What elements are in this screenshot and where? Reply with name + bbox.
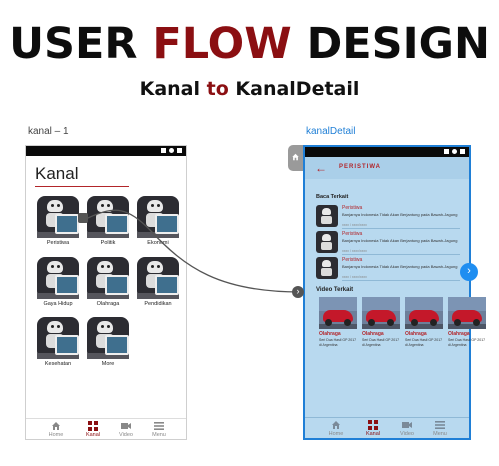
frame-label-kanal-detail: kanalDetail (306, 126, 356, 137)
category-tile[interactable] (87, 257, 129, 299)
nav-video[interactable]: Video (392, 420, 422, 437)
category-label: Pendidikan (144, 301, 172, 307)
article-thumbnail (316, 257, 338, 279)
bottom-nav: Home Kanal Video Menu (305, 417, 469, 438)
nav-home[interactable]: Home (41, 421, 71, 438)
nav-menu[interactable]: Menu (144, 421, 174, 438)
article-date: xxxx / xxxx/xxxx (342, 249, 367, 253)
article-headline: Banjarnya Indonesia Tidak Akan Berjantun… (342, 264, 458, 269)
diagram-title: USER FLOW DESIGN (9, 19, 490, 69)
video-camera-icon (402, 422, 412, 428)
category-label: Ekonomi (147, 240, 169, 246)
baca-terkait-heading: Baca Terkait (316, 194, 349, 200)
article-thumbnail (316, 205, 338, 227)
status-bar (26, 146, 186, 156)
category-tile[interactable] (37, 196, 79, 238)
category-label: Peristiwa (46, 240, 70, 246)
category-label: More (101, 361, 115, 367)
category-tile[interactable] (87, 196, 129, 238)
hamburger-menu-icon (154, 422, 164, 430)
video-category: Olahraga (319, 331, 341, 337)
video-title: Seri Dua Hasil GP 2017 di Argentina (448, 338, 486, 347)
next-screen-button[interactable]: › (460, 263, 478, 281)
grid-icon (368, 420, 378, 430)
video-category: Olahraga (405, 331, 427, 337)
hamburger-menu-icon (435, 421, 445, 429)
article-date: xxxx / xxxx/xxxx (342, 275, 367, 279)
video-thumbnail (319, 297, 357, 329)
flow-link-arrow-icon: › (292, 286, 304, 298)
category-label: Olahraga (96, 301, 120, 307)
divider (342, 280, 460, 281)
page-title: Kanal (35, 164, 79, 183)
nav-video-label: Video (400, 431, 414, 437)
category-tile[interactable] (87, 317, 129, 359)
home-icon (292, 153, 299, 161)
article-category: Peristiwa (342, 205, 363, 211)
video-terkait-heading: Video Terkait (316, 287, 354, 293)
video-thumbnail (405, 297, 443, 329)
home-frame-tab[interactable] (288, 145, 304, 171)
diagram-subtitle: Kanal to KanalDetail (139, 78, 360, 100)
nav-video[interactable]: Video (111, 421, 141, 438)
nav-menu-label: Menu (433, 431, 447, 437)
category-label: Politik (100, 240, 116, 246)
video-category: Olahraga (362, 331, 384, 337)
article-category: Peristiwa (342, 257, 363, 263)
nav-kanal[interactable]: Kanal (358, 420, 388, 437)
nav-video-label: Video (119, 432, 133, 438)
article-headline: Banjarnya Indonesia Tidak Akan Berjantun… (342, 238, 458, 243)
detail-title: PERISTIWA (339, 164, 382, 170)
video-title: Seri Dua Hasil GP 2017 di Argentina (319, 338, 357, 347)
nav-home[interactable]: Home (321, 420, 351, 437)
category-tile[interactable] (137, 257, 179, 299)
video-category: Olahraga (448, 331, 470, 337)
article-thumbnail (316, 231, 338, 253)
article-headline: Banjarnya Indonesia Tidak Akan Berjantun… (342, 212, 458, 217)
nav-menu[interactable]: Menu (425, 420, 455, 437)
divider (342, 228, 460, 229)
article-date: xxxx / xxxx/xxxx (342, 223, 367, 227)
grid-icon (88, 421, 98, 431)
video-title: Seri Dua Hasil GP 2017 di Argentina (362, 338, 400, 347)
category-label: Kesehatan (44, 361, 72, 367)
category-tile[interactable] (137, 196, 179, 238)
home-icon (52, 422, 60, 430)
nav-home-label: Home (48, 432, 64, 438)
article-category: Peristiwa (342, 231, 363, 237)
category-tile[interactable] (37, 317, 79, 359)
detail-header: ← PERISTIWA (305, 157, 469, 179)
nav-kanal-label: Kanal (85, 432, 101, 438)
nav-home-label: Home (328, 431, 344, 437)
nav-kanal-label: Kanal (365, 431, 381, 437)
video-thumbnail (362, 297, 400, 329)
category-label: Gaya Hidup (43, 301, 73, 307)
video-title: Seri Dua Hasil GP 2017 di Argentina (405, 338, 443, 347)
flow-connector-line (87, 209, 301, 293)
video-camera-icon (121, 423, 131, 429)
video-thumbnail (448, 297, 486, 329)
home-icon (332, 421, 340, 429)
nav-kanal[interactable]: Kanal (78, 421, 108, 438)
divider (342, 254, 460, 255)
category-tile[interactable] (37, 257, 79, 299)
title-underline (35, 186, 129, 187)
frame-label-kanal: kanal – 1 (28, 126, 69, 137)
flow-hotspot-politik[interactable] (78, 213, 88, 223)
back-arrow-icon[interactable]: ← (315, 161, 327, 175)
nav-menu-label: Menu (152, 432, 166, 438)
status-bar (305, 147, 469, 157)
bottom-nav: Home Kanal Video Menu (26, 418, 186, 439)
